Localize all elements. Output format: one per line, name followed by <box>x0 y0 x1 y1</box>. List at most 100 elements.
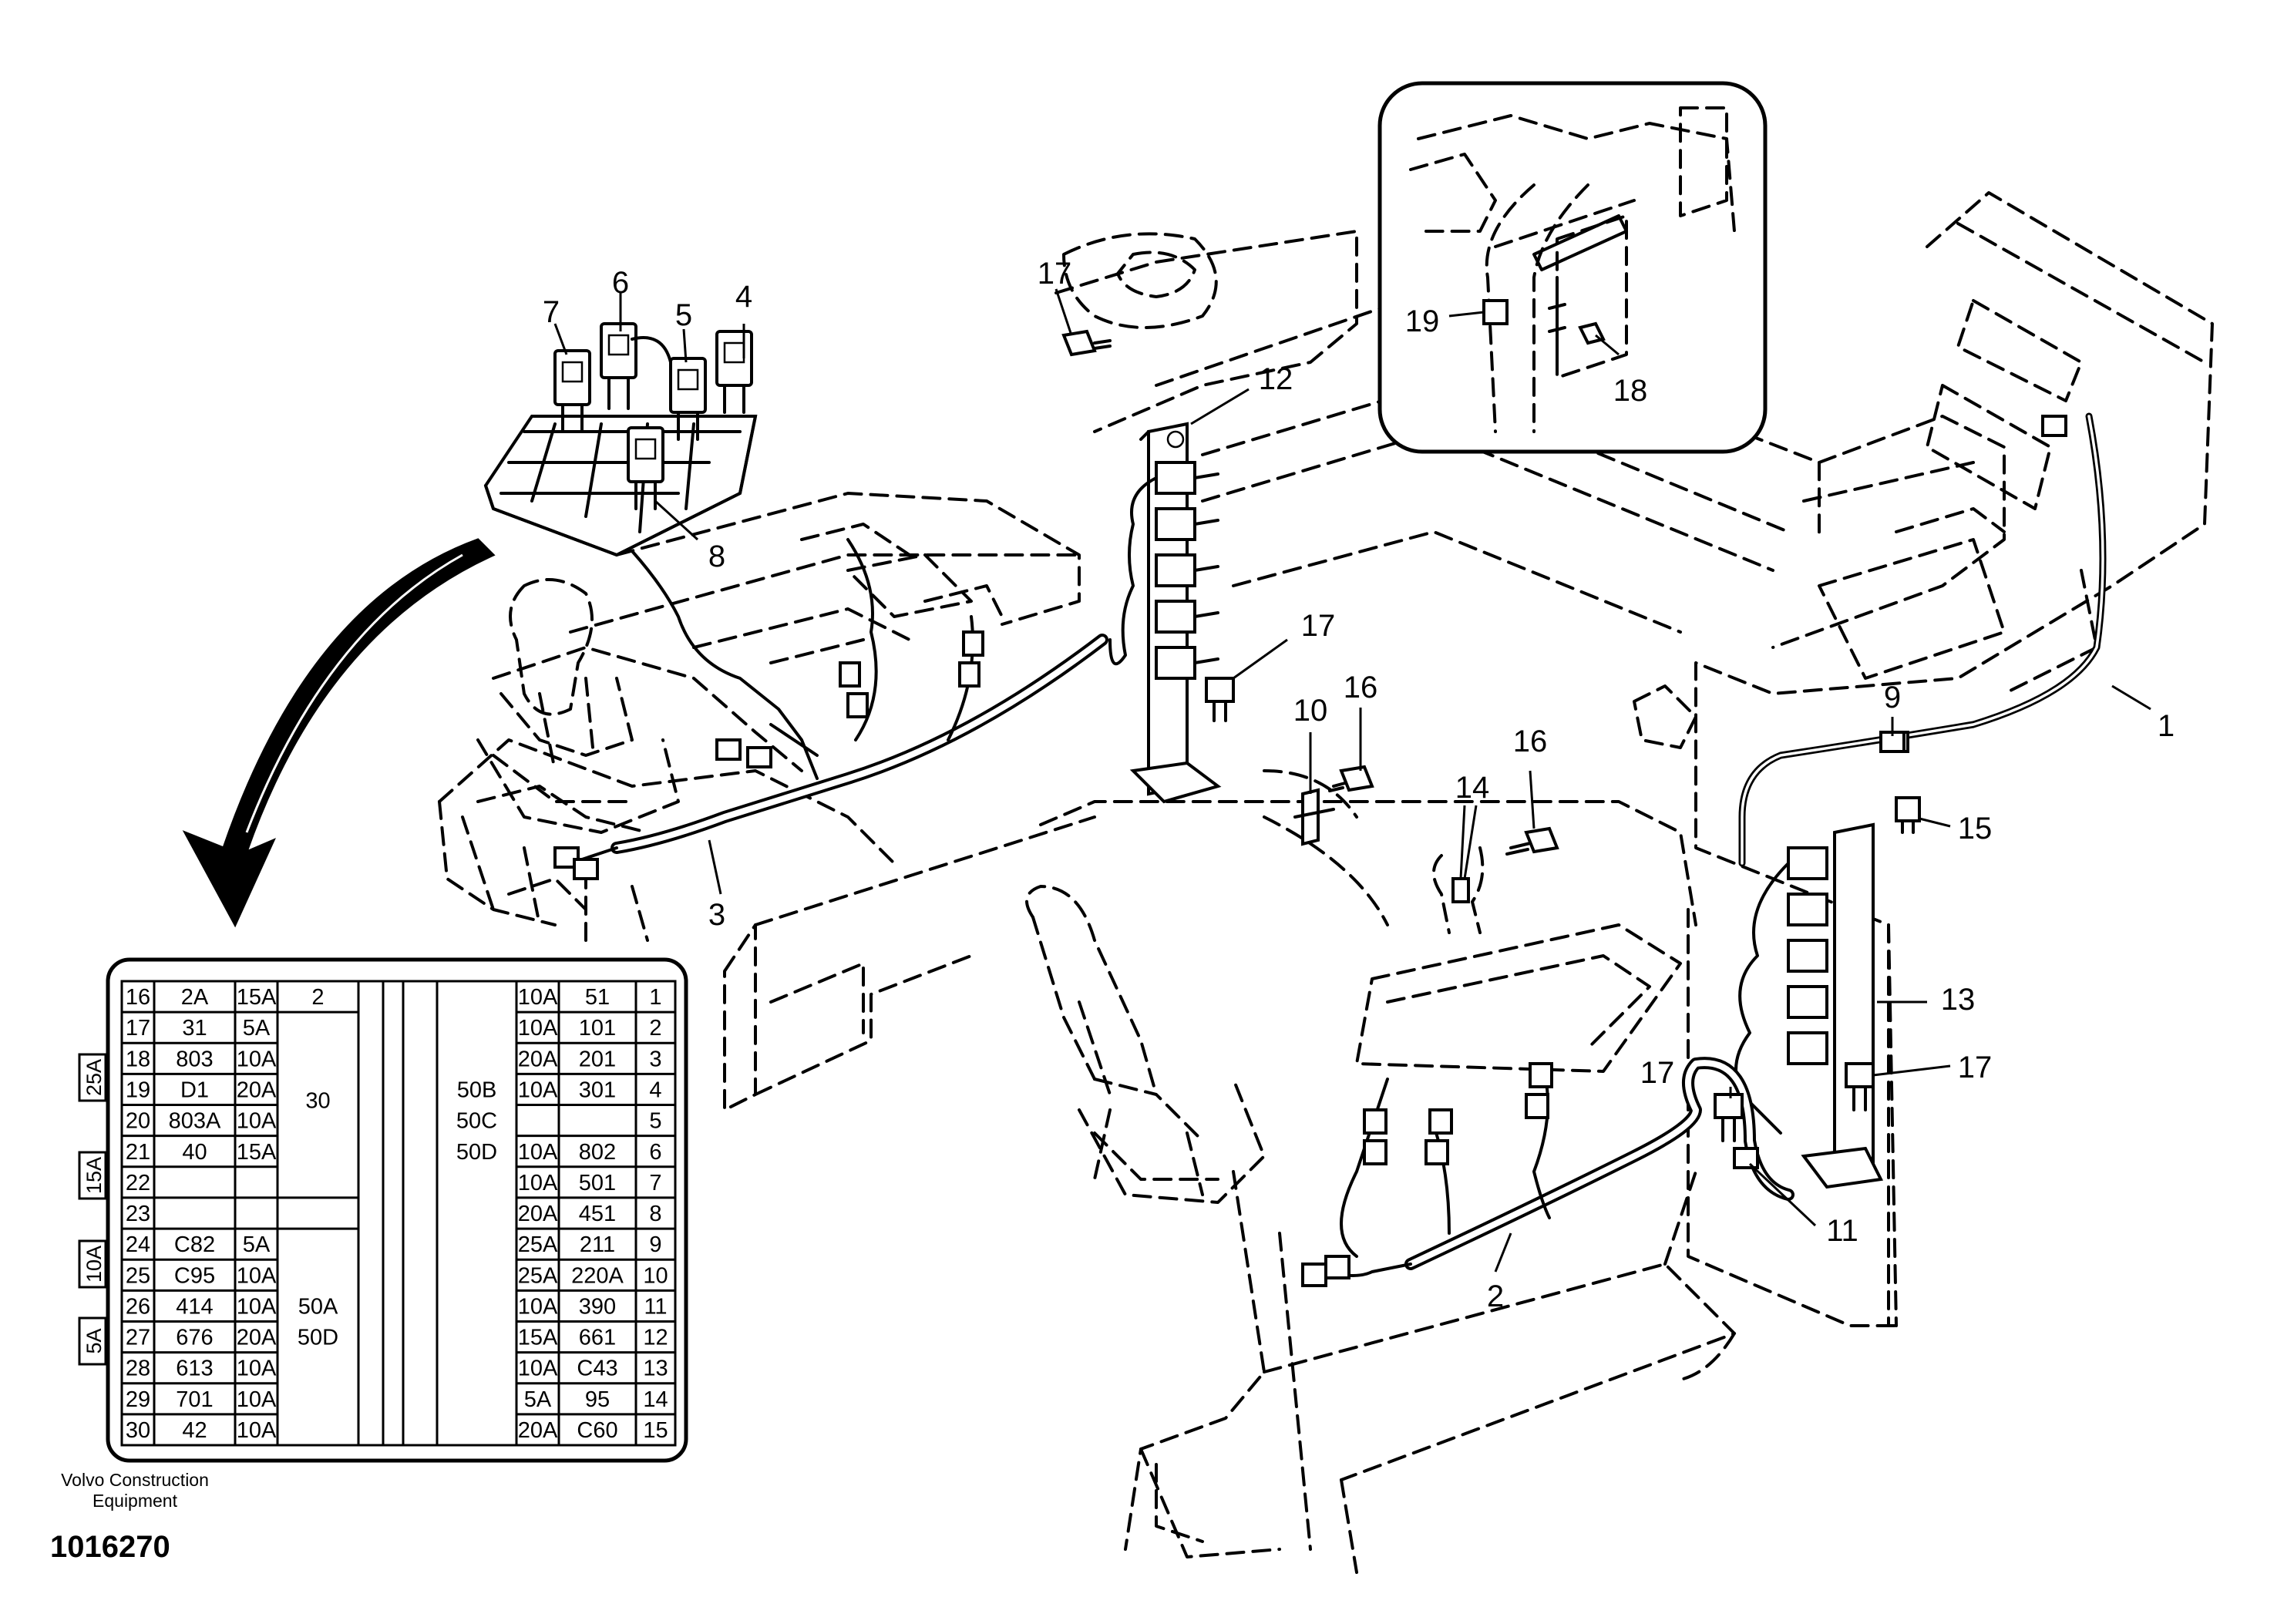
fuse-right-pos: 9 <box>649 1232 661 1257</box>
fuse-left-rating: 10A <box>237 1294 277 1319</box>
left-joystick <box>476 578 680 834</box>
callout-6: 6 <box>612 266 629 300</box>
callout-19: 19 <box>1405 304 1440 338</box>
fuse-item-5 <box>669 357 707 441</box>
leader-lines <box>553 288 2151 1273</box>
fuse-left-pos: 27 <box>126 1326 150 1350</box>
bracket-13 <box>1734 822 1884 1189</box>
fuse-right-rating: 10A <box>518 1171 558 1195</box>
group-label-50a: 50A <box>298 1294 338 1319</box>
fuse-right-circuit: 220A <box>571 1263 624 1288</box>
screw-15 <box>1895 796 1921 834</box>
spare-fuse-15A: 15A <box>78 1151 107 1200</box>
callout-16-right: 16 <box>1513 725 1548 758</box>
callout-5: 5 <box>675 298 692 332</box>
fuse-right-rating: 10A <box>518 1078 558 1103</box>
fuse-right-rating: 20A <box>518 1202 558 1226</box>
fuse-left-rating: 20A <box>237 1326 277 1350</box>
spare-fuse-5A: 5A <box>78 1316 107 1366</box>
group-label-30: 30 <box>305 1089 330 1114</box>
fuse-right-circuit: 211 <box>580 1232 615 1257</box>
fuse-right-pos: 7 <box>649 1171 661 1195</box>
callout-2: 2 <box>1487 1279 1504 1313</box>
fuse-left-circuit: 701 <box>176 1387 213 1412</box>
fuse-right-pos: 5 <box>649 1109 661 1134</box>
company-line-1: Volvo Construction <box>61 1470 209 1490</box>
fuse-left-pos: 26 <box>126 1294 150 1319</box>
callout-9: 9 <box>1884 681 1901 714</box>
fuse-right-pos: 1 <box>649 985 661 1010</box>
fuse-left-pos: 21 <box>126 1140 150 1165</box>
callout-1: 1 <box>2158 709 2175 743</box>
fuse-left-rating: 10A <box>237 1047 277 1071</box>
fuse-right-pos: 10 <box>643 1263 668 1288</box>
callout-4: 4 <box>735 280 752 314</box>
callout-11: 11 <box>1826 1214 1858 1248</box>
clamp-10 <box>1293 788 1335 846</box>
callout-7: 7 <box>543 295 560 329</box>
fuse-item-6 <box>600 322 672 410</box>
fuse-left-pos: 28 <box>126 1357 150 1381</box>
fuse-left-pos: 18 <box>126 1047 150 1071</box>
fuse-left-rating: 10A <box>237 1263 277 1288</box>
fuse-left-circuit: 40 <box>182 1140 207 1165</box>
fuse-right-rating: 10A <box>518 1140 558 1165</box>
center-group-label: 50D <box>456 1140 497 1165</box>
fuse-left-pos: 22 <box>126 1171 150 1195</box>
inset-detail <box>1377 81 1768 454</box>
fuse-left-circuit: 803A <box>169 1109 221 1134</box>
footer: Volvo Construction Equipment 1016270 <box>50 1470 209 1564</box>
fuse-box <box>483 415 758 557</box>
fuse-table-grid <box>122 981 675 1445</box>
right-joystick <box>1025 885 1266 1204</box>
fuse-right-pos: 14 <box>643 1387 668 1412</box>
fuse-left-pos: 24 <box>126 1232 150 1257</box>
screw-16-right <box>1505 826 1559 856</box>
fuse-right-circuit: 301 <box>579 1078 616 1103</box>
fuse-right-circuit: 802 <box>579 1140 616 1165</box>
screw-16-left <box>1328 765 1374 792</box>
spare-fuse-25A: 25A <box>78 1053 107 1102</box>
fuse-item-8 <box>627 426 664 510</box>
screw-17-right <box>1845 1062 1875 1111</box>
fuse-right-rating: 15A <box>518 1326 558 1350</box>
callout-15: 15 <box>1958 812 1993 846</box>
fuse-left-rating: 10A <box>237 1357 277 1381</box>
fuse-left-rating: 5A <box>243 1016 271 1041</box>
clamp-9 <box>1879 731 1906 753</box>
fuse-right-circuit: 101 <box>579 1016 616 1041</box>
spare-fuse-label: 5A <box>82 1328 106 1353</box>
callout-17-lower: 17 <box>1640 1056 1675 1090</box>
screw-17-mid <box>1205 677 1235 722</box>
fuse-box-lead <box>631 550 819 780</box>
fuse-right-pos: 11 <box>644 1294 667 1319</box>
fuse-left-circuit: 613 <box>176 1357 213 1381</box>
group-label-2: 2 <box>311 985 324 1010</box>
fuse-left-pos: 20 <box>126 1109 150 1134</box>
fuse-right-circuit: 501 <box>579 1171 616 1195</box>
fuse-right-circuit: C60 <box>577 1418 617 1443</box>
fuse-left-circuit: 414 <box>176 1294 213 1319</box>
callout-17-right: 17 <box>1958 1051 1993 1084</box>
fuse-right-rating: 20A <box>518 1418 558 1443</box>
fuse-right-rating: 10A <box>518 1294 558 1319</box>
callout-13: 13 <box>1941 983 1976 1017</box>
fuse-item-7 <box>553 349 591 433</box>
fuse-right-rating: 25A <box>518 1232 558 1257</box>
callout-17-top: 17 <box>1038 257 1072 291</box>
callout-17-mid: 17 <box>1301 609 1336 643</box>
fuse-left-rating: 10A <box>237 1418 277 1443</box>
screw-17-lower <box>1714 1093 1744 1142</box>
fuse-left-circuit: 31 <box>182 1016 207 1041</box>
callout-14: 14 <box>1455 771 1490 805</box>
fuse-right-pos: 4 <box>649 1078 661 1103</box>
fuse-right-circuit: 201 <box>579 1047 616 1071</box>
callout-3: 3 <box>708 898 725 932</box>
fuse-left-pos: 25 <box>126 1263 150 1288</box>
callout-10: 10 <box>1293 694 1328 728</box>
fuse-left-pos: 19 <box>126 1078 150 1103</box>
